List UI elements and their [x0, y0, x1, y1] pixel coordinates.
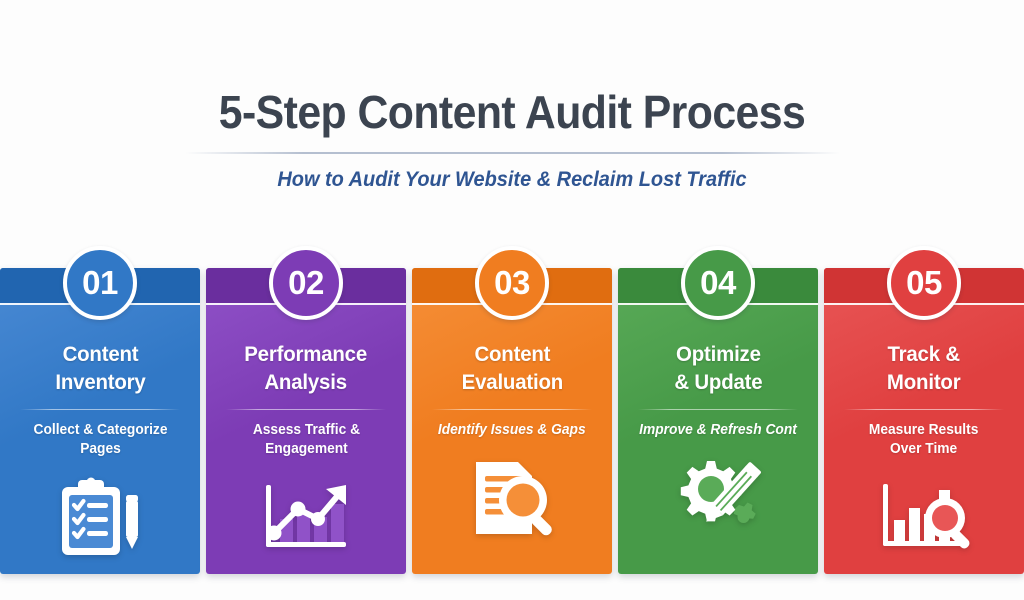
card-title-line2: Evaluation: [461, 370, 563, 395]
gear-pencil-icon: [670, 456, 766, 542]
header: 5-Step Content Audit Process How to Audi…: [0, 0, 1024, 192]
card-title-line2: Monitor: [887, 370, 961, 395]
clipboard-checklist-pencil-icon: [52, 476, 148, 562]
step-number-badge-03: 03: [475, 246, 549, 320]
card-content: Track & Monitor Measure Results Over Tim…: [824, 268, 1024, 562]
card-title: Content Inventory: [55, 340, 145, 397]
bar-chart-magnifier-icon: [876, 476, 972, 562]
step-card-03[interactable]: 03 Content Evaluation Identify Issues & …: [412, 246, 612, 574]
card-divider: [20, 408, 180, 410]
card-subtitle-line2: Engagement: [264, 441, 348, 458]
card-title: Content Evaluation: [461, 340, 563, 397]
card-title-line1: Content: [474, 342, 550, 366]
step-number: 02: [288, 264, 324, 301]
card-divider: [432, 408, 592, 410]
card-content: Content Evaluation Identify Issues & Gap…: [412, 268, 612, 542]
card-title-line2: & Update: [673, 370, 763, 395]
card-subtitle-line1: Collect & Categorize: [33, 421, 167, 438]
card-subtitle-line1: Assess Traffic &: [252, 421, 360, 438]
card-title-line1: Content: [62, 342, 138, 366]
card-title: Track & Monitor: [887, 340, 961, 397]
card-title: Performance Analysis: [245, 340, 368, 397]
card-title-line1: Optimize: [675, 342, 761, 366]
card-subtitle-line2: Over Time: [890, 441, 958, 458]
card-content: Content Inventory Collect & Categorize P…: [0, 268, 200, 562]
page-title: 5-Step Content Audit Process: [218, 86, 806, 138]
card-subtitle: Improve & Refresh Cont: [632, 421, 805, 441]
card-subtitle-line2: Pages: [79, 441, 121, 458]
step-card-04[interactable]: 04 Optimize & Update Improve & Refresh C…: [618, 246, 818, 574]
page-subtitle: How to Audit Your Website & Reclaim Lost…: [277, 168, 747, 192]
step-number-badge-05: 05: [887, 246, 961, 320]
card-title-line1: Track &: [887, 342, 961, 366]
card-title-line2: Inventory: [54, 370, 146, 395]
title-divider: [184, 152, 840, 155]
bar-chart-growth-arrow-icon: [258, 476, 354, 562]
card-divider: [638, 408, 798, 410]
card-content: Optimize & Update Improve & Refresh Cont: [618, 268, 818, 542]
card-subtitle: Collect & Categorize Pages: [25, 421, 174, 460]
step-card-02[interactable]: 02 Performance Analysis Assess Traffic &…: [206, 246, 406, 574]
card-content: Performance Analysis Assess Traffic & En…: [206, 268, 406, 562]
card-divider: [226, 408, 386, 410]
step-number: 05: [906, 264, 942, 301]
card-title-line2: Analysis: [264, 370, 348, 395]
infographic-root: 5-Step Content Audit Process How to Audi…: [0, 0, 1024, 574]
step-number: 03: [494, 264, 530, 301]
card-subtitle: Assess Traffic & Engagement: [245, 421, 367, 460]
document-magnifier-icon: [464, 456, 560, 542]
card-title-line1: Performance: [244, 342, 368, 366]
step-card-05[interactable]: 05 Track & Monitor Measure Results Over …: [824, 246, 1024, 574]
card-divider: [844, 408, 1004, 410]
card-subtitle-line1: Measure Results: [869, 421, 979, 438]
card-subtitle: Measure Results Over Time: [862, 421, 987, 460]
step-number-badge-02: 02: [269, 246, 343, 320]
step-number: 01: [82, 264, 118, 301]
step-number: 04: [700, 264, 736, 301]
card-subtitle: Identify Issues & Gaps: [431, 421, 594, 441]
step-card-01[interactable]: 01 Content Inventory Collect & Categoriz…: [0, 246, 200, 574]
card-subtitle-line1: Identify Issues & Gaps: [438, 421, 586, 438]
card-title: Optimize & Update: [674, 340, 762, 397]
step-number-badge-04: 04: [681, 246, 755, 320]
step-number-badge-01: 01: [63, 246, 137, 320]
card-subtitle-line1: Improve & Refresh Cont: [639, 421, 797, 438]
steps-row: 01 Content Inventory Collect & Categoriz…: [0, 246, 1024, 574]
